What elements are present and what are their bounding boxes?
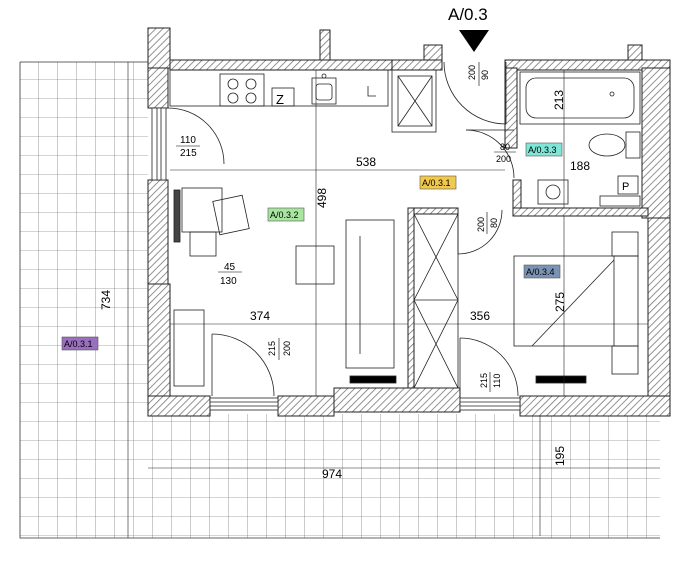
svg-text:200: 200: [496, 154, 511, 164]
sofa-icon: [345, 219, 395, 369]
svg-text:90: 90: [480, 70, 490, 80]
svg-text:215: 215: [479, 373, 489, 388]
ventilation-shaft: [391, 69, 437, 133]
wardrobe: [413, 213, 459, 389]
kitchen: Z: [169, 69, 389, 107]
opening-bedroom-window: 110 215: [479, 372, 502, 392]
dim-terrace-height: 195: [553, 446, 567, 466]
bathroom-fixtures: P: [519, 71, 641, 207]
cooktop-icon: [219, 73, 265, 107]
floor-area: [158, 68, 648, 398]
tag-living: A/0.3.2: [267, 207, 305, 222]
dim-bedroom-height: 275: [553, 292, 567, 312]
svg-text:130: 130: [220, 276, 237, 287]
dim-hall: 538: [356, 155, 376, 169]
svg-text:A/0.3.4: A/0.3.4: [526, 267, 555, 277]
dim-bathroom-height: 213: [552, 90, 566, 110]
living-furniture: [173, 187, 397, 387]
bed-icon: [513, 255, 639, 347]
svg-text:A/0.3.1: A/0.3.1: [422, 178, 451, 188]
dim-bedroom-width: 356: [470, 309, 490, 323]
fridge-icon: [271, 87, 295, 107]
entrance-arrow-icon: [459, 30, 489, 52]
table: [295, 245, 335, 285]
svg-text:45: 45: [224, 262, 236, 273]
svg-text:215: 215: [267, 341, 277, 356]
opening-living-door: 215 200: [267, 338, 292, 360]
tag-bathroom: A/0.3.3: [525, 142, 563, 157]
washbasin-icon: [537, 179, 569, 205]
unit-id-label: A/0.3: [448, 5, 488, 24]
svg-text:A/0.3.2: A/0.3.2: [270, 210, 299, 220]
opening-niche: 45 130: [218, 262, 242, 287]
svg-text:110: 110: [180, 135, 196, 146]
svg-text:110: 110: [492, 374, 502, 388]
svg-text:200: 200: [282, 341, 292, 356]
shelf: [173, 309, 205, 387]
tag-hall: A/0.3.1: [419, 175, 457, 190]
svg-text:80: 80: [489, 218, 499, 228]
toilet-tank: [625, 131, 641, 159]
svg-text:P: P: [622, 181, 629, 193]
windows: [151, 107, 521, 411]
svg-text:200: 200: [476, 217, 486, 232]
svg-text:215: 215: [180, 148, 197, 159]
tag-bedroom: A/0.3.4: [523, 264, 561, 279]
svg-text:200: 200: [467, 65, 477, 80]
bathtub-icon: [519, 71, 641, 125]
dim-terrace-width: 974: [322, 467, 342, 481]
dim-living-height: 498: [315, 188, 329, 208]
svg-text:A/0.3.1: A/0.3.1: [64, 339, 93, 349]
opening-window-left: 110 215: [176, 135, 200, 159]
door-swings: [167, 61, 519, 397]
dim-terrace-side: 734: [99, 290, 113, 310]
svg-text:Z: Z: [276, 92, 284, 107]
dim-bathroom-width: 188: [570, 159, 590, 173]
bedroom-furniture: [513, 231, 639, 384]
dimension-lines: [127, 62, 660, 538]
svg-text:A/0.3.3: A/0.3.3: [528, 145, 557, 155]
opening-bed-door: 80 200: [476, 212, 499, 234]
terrace-tiles: [19, 61, 660, 539]
dim-living-width: 374: [250, 309, 270, 323]
toilet-icon: [588, 133, 626, 157]
opening-bath-door: 80 200: [494, 142, 516, 164]
opening-entry-door: 90 200: [467, 62, 490, 86]
tag-terrace: A/0.3.1: [61, 336, 99, 351]
svg-text:80: 80: [500, 142, 510, 152]
